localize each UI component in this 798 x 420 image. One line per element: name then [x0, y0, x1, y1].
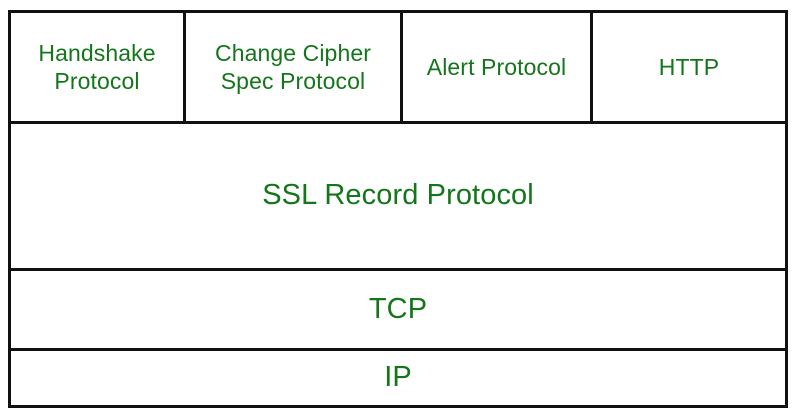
layer-label-ssl-record-protocol: SSL Record Protocol — [262, 179, 534, 212]
cell-handshake-protocol: Handshake Protocol — [11, 13, 183, 121]
layer-label-tcp: TCP — [368, 292, 428, 325]
cell-label-http: HTTP — [658, 53, 720, 80]
layer-label-ip: IP — [384, 361, 412, 394]
protocol-row-application: Handshake Protocol Change Cipher Spec Pr… — [11, 13, 785, 121]
cell-label-handshake-protocol: Handshake Protocol — [38, 39, 156, 94]
cell-label-alert-protocol: Alert Protocol — [426, 53, 567, 80]
protocol-stack-frame: Handshake Protocol Change Cipher Spec Pr… — [8, 10, 788, 408]
layer-tcp: TCP — [11, 268, 785, 348]
cell-label-change-cipher-spec-protocol: Change Cipher Spec Protocol — [214, 39, 371, 94]
cell-change-cipher-spec-protocol: Change Cipher Spec Protocol — [183, 13, 400, 121]
cell-http: HTTP — [590, 13, 785, 121]
layer-ip: IP — [11, 348, 785, 405]
cell-alert-protocol: Alert Protocol — [400, 13, 590, 121]
layer-ssl-record-protocol: SSL Record Protocol — [11, 121, 785, 268]
